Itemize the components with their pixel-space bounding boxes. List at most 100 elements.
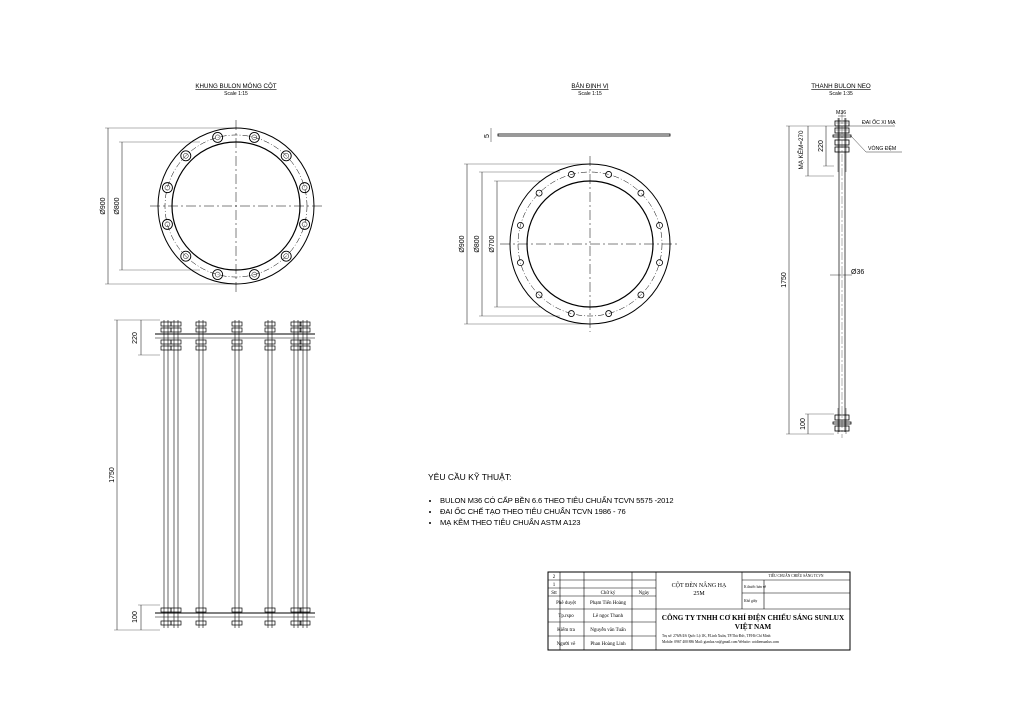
frame-anchor-rods — [160, 320, 311, 628]
plate-dim-700: Ø700 — [489, 235, 496, 252]
rod-nut — [160, 321, 172, 327]
rod-nut — [290, 327, 302, 333]
frame-dim-1750: 1750 — [109, 467, 116, 483]
rod-nut — [195, 321, 207, 327]
rod-nut — [299, 327, 311, 333]
bolt-hole — [280, 250, 292, 262]
tb-role-tp: Tp.rspo — [558, 614, 574, 619]
rod-nut — [231, 321, 243, 327]
plate-hole — [637, 189, 645, 197]
bolt-hole — [180, 250, 192, 262]
frame-dim-900: Ø900 — [100, 197, 107, 214]
bolt-label-nut: ĐAI ỐC XI MẠ — [862, 119, 896, 126]
bolt-hole — [280, 150, 292, 162]
bolt-scale: Scale 1:35 — [829, 91, 853, 97]
rod-nut — [290, 321, 302, 327]
frame-elevation — [114, 319, 315, 631]
plate-hole — [535, 291, 543, 299]
note-item: BULON M36 CÓ CẤP BỀN 6.6 THEO TIÊU CHUẨN… — [440, 496, 748, 505]
bolt-hole — [180, 150, 192, 162]
rod-nut — [290, 339, 302, 345]
frame-title: KHUNG BULON MÓNG CỘT — [195, 83, 276, 90]
bolt-hole — [299, 182, 311, 194]
rod-nut — [160, 327, 172, 333]
tb-contact: Mobile: 0967 400 886 Mail: gianlux.vn@gm… — [662, 640, 779, 644]
plate-dim-5: 5 — [484, 134, 491, 138]
bolt-hole-inner — [251, 134, 258, 141]
plate-hole — [567, 171, 575, 178]
bolt-dim-220: 220 — [818, 140, 825, 152]
tb-project-line2: 25M — [693, 591, 705, 597]
plate-title: BẢN ĐỊNH VỊ — [571, 83, 608, 90]
tb-project-line1: CỘT ĐÈN NÂNG HẠ — [672, 581, 727, 589]
note-item: ĐAI ỐC CHẾ TẠO THEO TIÊU CHUẨN TCVN 1986… — [440, 507, 748, 516]
bolt-top-nut-2 — [834, 127, 850, 134]
bolt-dim-m36: M36 — [836, 110, 846, 116]
bolt-hole — [212, 269, 224, 281]
rod-nut — [170, 321, 182, 327]
frame-scale: Scale 1:15 — [224, 91, 248, 97]
rod-nut — [160, 345, 172, 351]
rod-nut — [231, 327, 243, 333]
plate-hole — [605, 310, 613, 317]
rod-nut — [170, 607, 182, 613]
bolt-hole — [248, 269, 260, 281]
plate-hole — [517, 259, 524, 267]
tb-rev-2: 2 — [553, 575, 556, 580]
rod-nut — [264, 620, 276, 626]
bolt-dim-100: 100 — [800, 418, 807, 430]
rod-nut — [290, 345, 302, 351]
technical-notes: YÊU CẦU KỸ THUẬT: BULON M36 CÓ CẤP BỀN 6… — [428, 472, 748, 529]
rod-nut — [195, 327, 207, 333]
rod-nut — [299, 339, 311, 345]
frame-plan — [105, 120, 322, 292]
rod-nut — [231, 607, 243, 613]
bolt-hole-inner — [214, 271, 221, 278]
rod-nut — [170, 345, 182, 351]
rod-nut — [195, 345, 207, 351]
bolt-hole-inner — [214, 134, 221, 141]
bolt-hole-inner — [183, 153, 189, 159]
bolt-hole — [161, 182, 173, 194]
plate-side-view — [497, 133, 671, 137]
tb-header-signature: Chữ ký — [601, 591, 616, 596]
bolt-hole-inner — [283, 253, 289, 259]
rod-nut — [195, 620, 207, 626]
rod-nut — [299, 607, 311, 613]
title-block — [547, 571, 851, 651]
rod-nut — [170, 339, 182, 345]
tb-company-line1: CÔNG TY TNHH CƠ KHÍ ĐIỆN CHIẾU SÁNG SUNL… — [662, 612, 845, 622]
rod-nut — [231, 620, 243, 626]
frame-dim-100: 100 — [132, 611, 139, 623]
bolt-hole — [299, 218, 311, 230]
plate-hole — [535, 189, 543, 197]
bolt-dim-galv-270: MẠ KẼM=270 — [796, 130, 805, 170]
rod-nut — [231, 339, 243, 345]
frame-bolt-holes — [161, 131, 311, 281]
plate-hole — [567, 310, 575, 317]
rod-nut — [264, 339, 276, 345]
rod-nut — [195, 339, 207, 345]
rod-nut — [231, 345, 243, 351]
rod-nut — [170, 620, 182, 626]
rod-nut — [160, 607, 172, 613]
plate-view: BẢN ĐỊNH VỊ Scale 1:15 5 Ø900 Ø800 — [459, 83, 680, 332]
bolt-label-washer: VÒNG ĐỆM — [868, 144, 896, 152]
bolt-hole-inner — [183, 253, 189, 259]
plate-scale: Scale 1:15 — [578, 91, 602, 97]
bolt-hole-inner — [283, 153, 289, 159]
plate-hole — [517, 221, 524, 229]
plate-hole — [656, 259, 663, 267]
tb-name-draw: Phan Hoàng Linh — [590, 642, 626, 647]
tb-name-check: Nguyễn văn Tuấn — [590, 627, 626, 633]
tb-role-draw: Người vẽ — [557, 642, 577, 647]
frame-dim-800: Ø800 — [114, 197, 121, 214]
bolt-hole — [212, 131, 224, 143]
rod-nut — [264, 607, 276, 613]
bolt-hole — [161, 218, 173, 230]
plate-dim-800: Ø800 — [474, 235, 481, 252]
bolt-title: THANH BULON NEO — [811, 83, 871, 90]
bolt-hole-inner — [164, 221, 171, 228]
rod-nut — [299, 345, 311, 351]
